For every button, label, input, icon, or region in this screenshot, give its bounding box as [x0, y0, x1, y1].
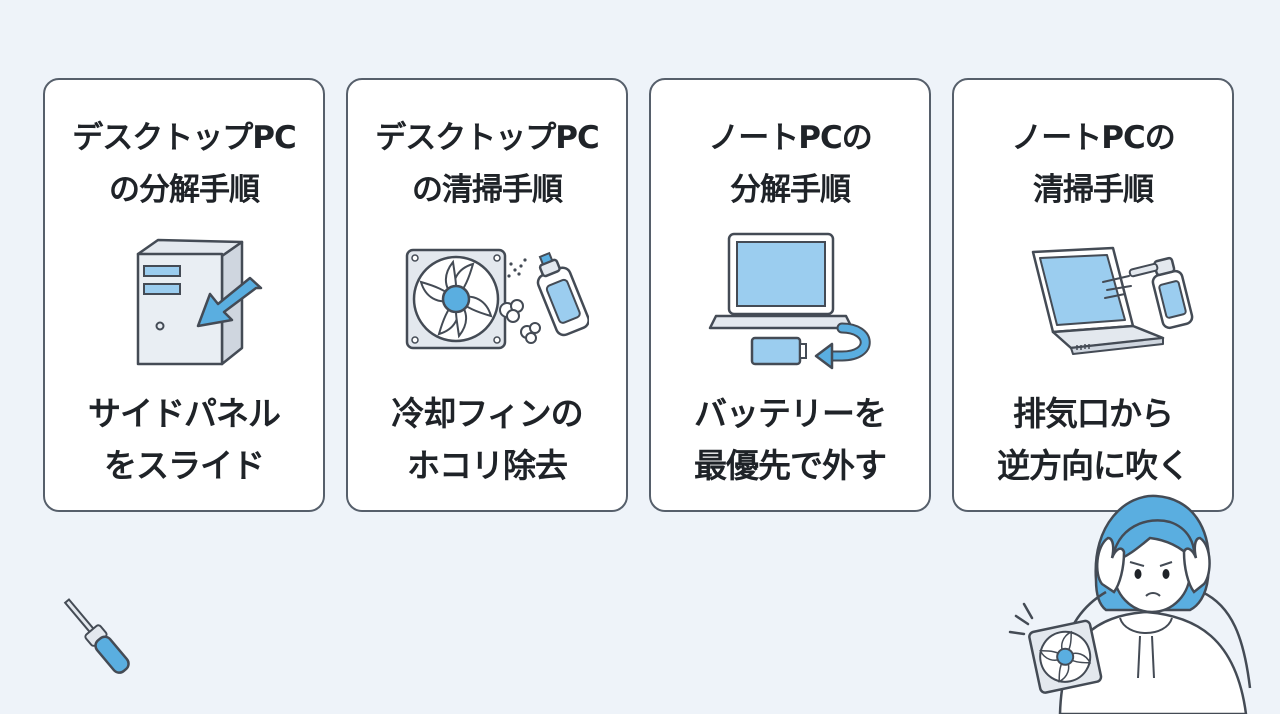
card-title-line2: 清掃手順 [1033, 172, 1154, 208]
card-caption-line2: をスライド [104, 446, 265, 485]
card-caption: 冷却フィンの ホコリ除去 [348, 388, 626, 492]
card-title-line1: ノートPCの [708, 120, 872, 156]
worried-person-illustration [1008, 494, 1252, 714]
card-title-line2: の清掃手順 [412, 172, 563, 208]
card-title-line1: ノートPCの [1011, 120, 1175, 156]
card-caption-line1: 排気口から [1013, 394, 1174, 433]
card-laptop-disassembly: ノートPCの 分解手順 バッテリーを 最優先で外す [649, 78, 931, 512]
card-caption: サイドパネル をスライド [45, 388, 323, 492]
card-caption-line2: 最優先で外す [694, 446, 887, 485]
card-title: デスクトップPC の清掃手順 [348, 112, 626, 216]
card-caption: バッテリーを 最優先で外す [651, 388, 929, 492]
laptop-battery-icon [708, 232, 871, 370]
laptop-spray-icon [1031, 246, 1194, 355]
card-title: デスクトップPC の分解手順 [45, 112, 323, 216]
card-caption-line2: 逆方向に吹く [997, 446, 1190, 485]
card-title: ノートPCの 清掃手順 [954, 112, 1232, 216]
card-title-line1: デスクトップPC [375, 120, 599, 156]
card-caption: 排気口から 逆方向に吹く [954, 388, 1232, 492]
desktop-tower-icon [136, 238, 263, 366]
card-caption-line1: サイドパネル [88, 394, 281, 433]
card-title: ノートPCの 分解手順 [651, 112, 929, 216]
card-desktop-disassembly: デスクトップPC の分解手順 サイドパネル をスライド [43, 78, 325, 512]
card-title-line1: デスクトップPC [72, 120, 296, 156]
card-caption-line1: 冷却フィンの [391, 394, 583, 433]
card-title-line2: 分解手順 [730, 172, 851, 208]
card-desktop-cleaning: デスクトップPC の清掃手順 [346, 78, 628, 512]
screwdriver-icon [63, 598, 130, 674]
card-title-line2: の分解手順 [109, 172, 260, 208]
card-caption-line1: バッテリーを [694, 394, 887, 433]
card-caption-line2: ホコリ除去 [407, 446, 568, 485]
card-laptop-cleaning: ノートPCの 清掃手順 排気口から 逆方向に吹く [952, 78, 1234, 512]
fan-spray-icon [405, 248, 589, 350]
